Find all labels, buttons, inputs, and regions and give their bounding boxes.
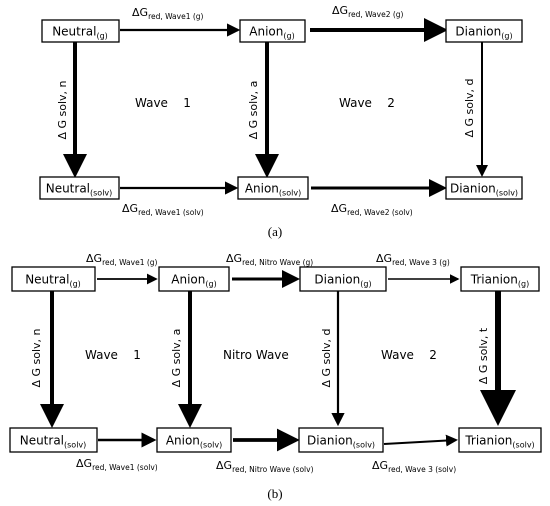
label-red-wave1-solv-b: ΔGred, Wave1 (solv) <box>76 457 158 472</box>
node-anion-g-b: Anion(g) <box>171 273 216 289</box>
node-trianion-g-b: Trianion(g) <box>470 273 529 289</box>
arrow-red-wave3-solv-b <box>383 434 458 447</box>
label-solv-a-a: Δ G solv, a <box>247 81 260 140</box>
node-dianion-solv: Dianion(solv) <box>450 182 518 198</box>
node-box <box>458 427 542 453</box>
label-red-wave2-solv: ΔGred, Wave2 (solv) <box>331 202 413 217</box>
node-box <box>460 266 540 292</box>
label-solv-t-b: Δ G solv, t <box>477 327 490 384</box>
panel-b: Neutral(g) Anion(g) Dianion(g) Trianion(… <box>9 252 542 501</box>
caption-a: (a) <box>268 224 282 239</box>
node-box <box>299 266 387 292</box>
node-dianion-g: Dianion(g) <box>455 25 512 41</box>
node-neutral-solv: Neutral(solv) <box>46 182 113 198</box>
region-wave1-b: Wave 1 <box>85 348 141 362</box>
label-solv-d-b: Δ G solv, d <box>320 328 333 387</box>
region-nitro-b: Nitro Wave <box>223 348 289 362</box>
node-neutral-g: Neutral(g) <box>52 25 108 41</box>
node-box <box>298 427 384 453</box>
label-solv-n-b: Δ G solv, n <box>30 328 43 387</box>
label-red-wave1-solv: ΔGred, Wave1 (solv) <box>122 202 204 217</box>
label-solv-d-a: Δ G solv, d <box>463 78 476 137</box>
panel-a: Neutral(g) Anion(g) Dianion(g) Neutral(s… <box>39 4 523 239</box>
node-box <box>11 266 96 292</box>
node-box <box>39 176 120 200</box>
label-red-wave3-g-b: ΔGred, Wave 3 (g) <box>376 252 450 267</box>
node-neutral-g-b: Neutral(g) <box>25 273 81 289</box>
label-red-nitro-g-b: ΔGred, Nitro Wave (g) <box>226 252 313 267</box>
label-red-wave3-solv-b: ΔGred, Wave 3 (solv) <box>372 459 456 474</box>
node-box <box>41 19 120 43</box>
caption-b: (b) <box>267 486 282 501</box>
node-anion-solv: Anion(solv) <box>245 182 301 198</box>
label-red-wave2-g: ΔGred, Wave2 (g) <box>332 4 404 19</box>
node-anion-g: Anion(g) <box>249 25 294 41</box>
node-box <box>237 176 309 200</box>
node-box <box>158 266 230 292</box>
node-dianion-solv-b: Dianion(solv) <box>307 434 375 450</box>
label-solv-n-a: Δ G solv, n <box>56 80 69 139</box>
node-box <box>156 427 232 453</box>
label-red-wave1-g: ΔGred, Wave1 (g) <box>132 6 204 21</box>
region-wave2-b: Wave 2 <box>381 348 437 362</box>
node-neutral-solv-b: Neutral(solv) <box>20 434 87 450</box>
label-solv-a-b: Δ G solv, a <box>170 329 183 388</box>
region-wave1-a: Wave 1 <box>135 96 191 110</box>
node-anion-solv-b: Anion(solv) <box>166 434 222 450</box>
node-dianion-g-b: Dianion(g) <box>314 273 371 289</box>
node-box <box>445 176 523 200</box>
label-red-nitro-solv-b: ΔGred, Nitro Wave (solv) <box>216 459 314 474</box>
region-wave2-a: Wave 2 <box>339 96 395 110</box>
node-box <box>445 19 523 43</box>
node-box <box>239 19 306 43</box>
node-box <box>9 427 98 453</box>
label-red-wave1-g-b: ΔGred, Wave1 (g) <box>86 252 158 267</box>
node-trianion-solv-b: Trianion(solv) <box>464 434 534 450</box>
